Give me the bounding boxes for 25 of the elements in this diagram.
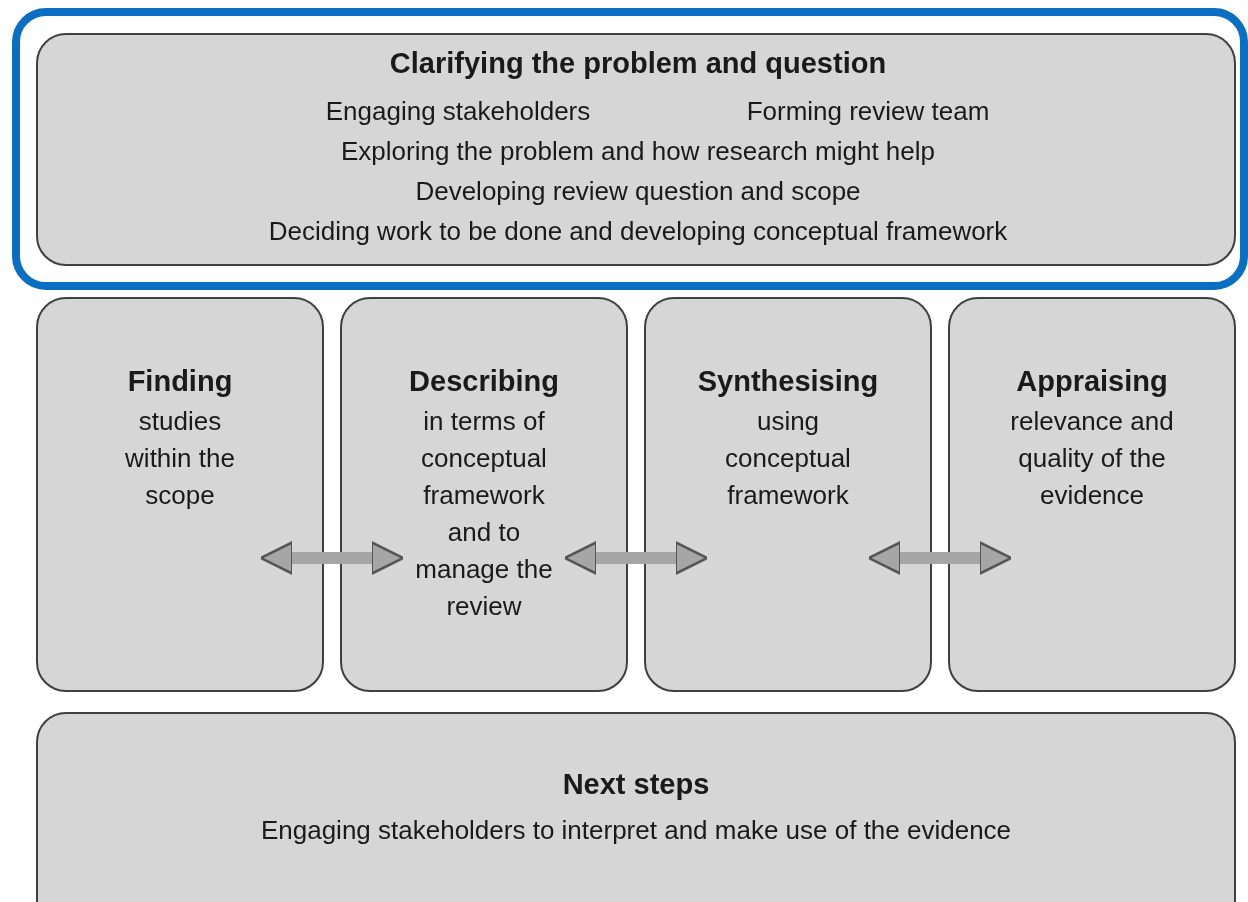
heading: Appraising [1015, 364, 1169, 399]
description-text: Engaging stakeholders to interpret and make use of the evidence [259, 814, 1013, 847]
description-text: Developing review question and scope [414, 175, 862, 208]
description-text: Forming review team [745, 95, 991, 128]
heading: Next steps [561, 767, 711, 802]
double-arrow [867, 541, 1013, 575]
heading: Finding [126, 364, 234, 399]
description-text: Deciding work to be done and developing conceptual framework [267, 215, 1009, 248]
step-card [36, 297, 324, 692]
double-arrow [563, 541, 709, 575]
description-text: Exploring the problem and how research might help [340, 135, 936, 168]
description-text: using conceptual framework [724, 405, 852, 512]
stage-panel [36, 33, 1236, 266]
heading: Describing [408, 364, 560, 399]
step-card [644, 297, 932, 692]
double-arrow [259, 541, 405, 575]
step-card [948, 297, 1236, 692]
step-card [340, 297, 628, 692]
description-text: relevance and quality of the evidence [1009, 405, 1175, 512]
stage-panel [36, 712, 1236, 902]
description-text: studies within the scope [124, 405, 236, 512]
description-text: in terms of conceptual framework and to manage the review [414, 405, 554, 623]
heading: Synthesising [696, 364, 880, 399]
heading: Clarifying the problem and question [388, 46, 888, 81]
description-text: Engaging stakeholders [324, 95, 592, 128]
